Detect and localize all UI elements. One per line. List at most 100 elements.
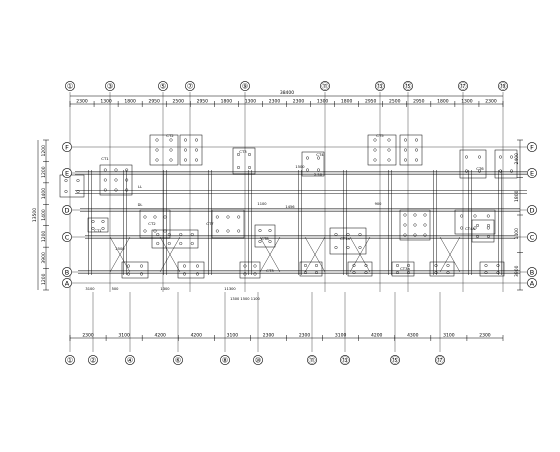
pile xyxy=(404,148,408,152)
pile-caps xyxy=(59,134,518,279)
pile xyxy=(413,223,417,227)
axis-label: D xyxy=(529,207,534,215)
axis-bubble xyxy=(62,232,72,242)
overall-dimension: 38400 xyxy=(280,90,294,96)
pile-cap xyxy=(177,261,205,279)
pile xyxy=(258,228,262,232)
dim-text: 1400 xyxy=(41,188,47,200)
axis-label: ⑩ xyxy=(255,357,261,365)
pile xyxy=(143,215,147,219)
pile xyxy=(317,168,321,172)
dim-text: 1800 xyxy=(221,99,233,105)
axis-label: ⑪ xyxy=(322,83,329,91)
pile xyxy=(139,272,143,276)
note-label: 3100 xyxy=(85,287,95,291)
pile-cap xyxy=(151,229,199,249)
axis-bubble xyxy=(527,168,537,178)
member-label: CT1 xyxy=(94,228,102,233)
pile xyxy=(103,188,107,192)
dim-text: 3100 xyxy=(443,333,455,339)
dim-text: 2400 xyxy=(514,153,520,165)
pile xyxy=(253,264,257,268)
pile xyxy=(352,271,356,275)
pile xyxy=(91,219,95,223)
axis-bubble xyxy=(240,81,250,91)
member-label: CT3 xyxy=(239,149,247,154)
axis-bubble xyxy=(220,355,230,365)
pile-cap xyxy=(99,164,133,196)
pile xyxy=(139,264,143,268)
axis-label: ⑬ xyxy=(377,83,384,91)
pile-cap xyxy=(454,209,496,235)
axis-label: ⑧ xyxy=(222,357,228,365)
brace-line xyxy=(304,236,326,273)
pile-cap xyxy=(391,261,415,277)
pile xyxy=(364,264,368,268)
axis-label: C xyxy=(65,234,70,242)
pile xyxy=(407,271,411,275)
pile xyxy=(114,168,118,172)
pile xyxy=(143,229,147,233)
note-label: 1500 xyxy=(295,165,305,169)
axis-bubble xyxy=(403,81,413,91)
pile xyxy=(373,148,377,152)
pile xyxy=(434,271,438,275)
pile-cap xyxy=(367,134,397,166)
pile xyxy=(156,232,160,236)
axis-label: F xyxy=(530,144,534,152)
axis-label: ⑦ xyxy=(187,83,193,91)
axis-label: ⑥ xyxy=(175,357,181,365)
dim-text: 2950 xyxy=(148,99,160,105)
pile xyxy=(253,272,257,276)
pile xyxy=(153,215,157,219)
axis-bubble xyxy=(527,205,537,215)
pile-cap xyxy=(301,151,325,177)
brace-line xyxy=(159,236,181,273)
axis-label: ⑪ xyxy=(309,357,316,365)
pile xyxy=(364,271,368,275)
axis-label: ② xyxy=(90,357,96,365)
pile xyxy=(268,228,272,232)
axis-bubble xyxy=(253,355,263,365)
dim-text: 2500 xyxy=(389,99,401,105)
pile xyxy=(460,226,464,230)
pile-cap xyxy=(139,209,171,239)
note-label: 1300 1500 1100 xyxy=(230,297,260,301)
pile xyxy=(169,158,173,162)
axis-bubble xyxy=(458,81,468,91)
pile xyxy=(476,234,480,238)
axis-label: ⑲ xyxy=(500,83,507,91)
pile xyxy=(236,152,240,156)
pile xyxy=(183,148,187,152)
pile-cap xyxy=(459,149,487,179)
pile xyxy=(101,226,105,230)
axis-label: ① xyxy=(67,83,73,91)
axis-bubble xyxy=(527,232,537,242)
note-label: DL xyxy=(138,203,143,207)
axis-bubble xyxy=(62,205,72,215)
member-label: CT8 xyxy=(261,236,269,241)
pile xyxy=(126,264,130,268)
pile xyxy=(396,271,400,275)
axis-bubble xyxy=(173,355,183,365)
pile xyxy=(510,155,514,159)
member-label: CT3a xyxy=(400,266,410,271)
pile xyxy=(465,155,469,159)
pile xyxy=(155,138,159,142)
pile xyxy=(237,229,241,233)
dim-text: 1200 xyxy=(41,166,47,178)
pile xyxy=(484,264,488,268)
pile-cap xyxy=(471,219,495,243)
member-label: CT4 xyxy=(316,152,324,157)
axis-bubble xyxy=(320,81,330,91)
axis-bubble xyxy=(435,355,445,365)
member-label: CT1 xyxy=(101,156,109,161)
pile xyxy=(496,264,500,268)
member-label: CT6 xyxy=(476,166,484,171)
pile xyxy=(473,214,477,218)
pile-cap xyxy=(179,134,203,166)
axis-label: E xyxy=(530,170,534,178)
dim-text: 1300 xyxy=(317,99,329,105)
